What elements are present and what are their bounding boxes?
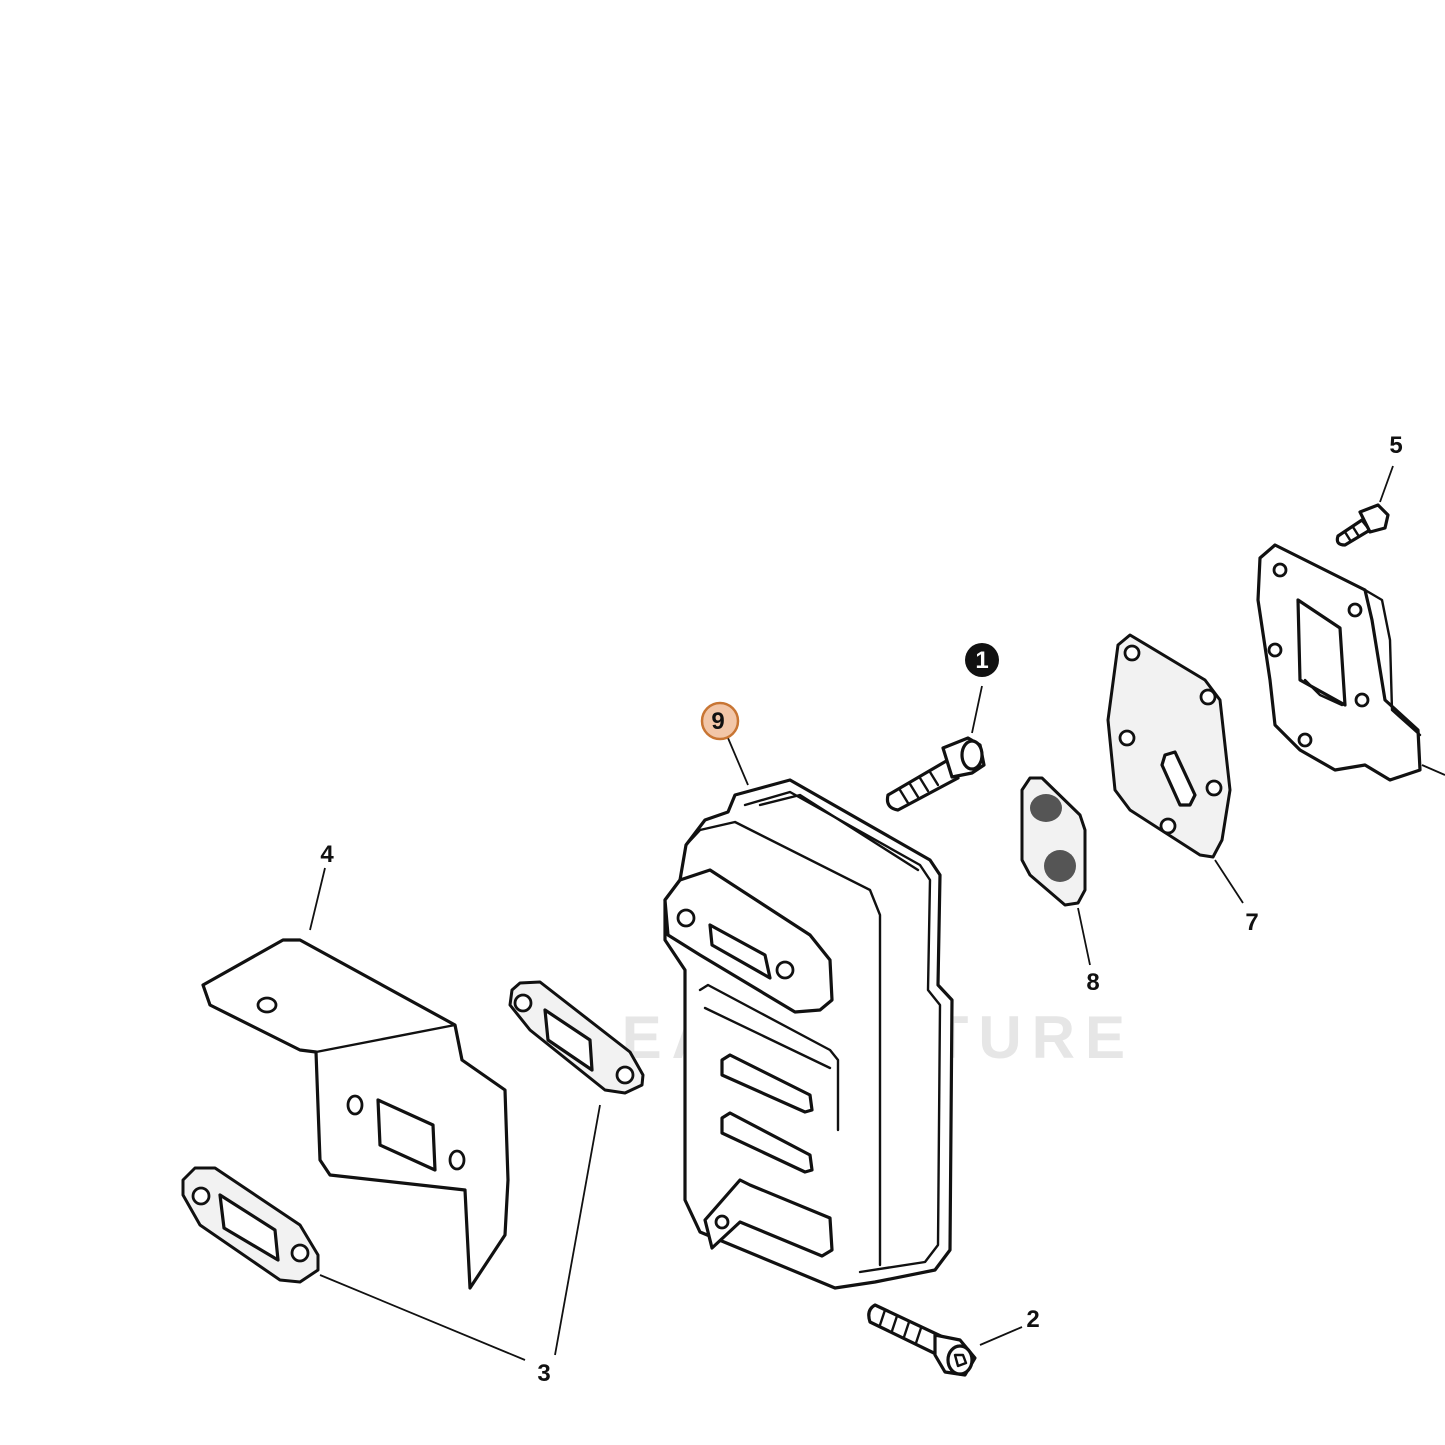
part-3-gasket-front[interactable] bbox=[181, 1166, 320, 1284]
mesh-upper bbox=[1030, 794, 1062, 822]
callout-1-label: 1 bbox=[975, 647, 988, 674]
part-7-gasket-plate[interactable] bbox=[1106, 633, 1232, 859]
leader-5 bbox=[1379, 465, 1394, 503]
leader-7 bbox=[1214, 859, 1244, 904]
leader-3b bbox=[554, 1104, 601, 1356]
part-cover-plate[interactable] bbox=[1256, 543, 1422, 782]
callout-5-label[interactable]: 5 bbox=[1389, 432, 1402, 459]
part-1-bolt[interactable] bbox=[885, 736, 986, 812]
part-9-muffler[interactable] bbox=[663, 778, 954, 1290]
leader-1 bbox=[971, 685, 983, 734]
part-5-screw[interactable] bbox=[1335, 503, 1390, 547]
leader-6 bbox=[1421, 764, 1445, 776]
callout-8-label[interactable]: 8 bbox=[1086, 969, 1099, 996]
part-2-bolt[interactable] bbox=[867, 1303, 977, 1377]
leader-2 bbox=[979, 1326, 1023, 1346]
callout-1[interactable]: 1 bbox=[965, 643, 999, 677]
callout-9[interactable]: 9 bbox=[700, 701, 740, 741]
callout-9-label: 9 bbox=[711, 708, 724, 735]
leader-9 bbox=[727, 737, 749, 786]
leader-4 bbox=[309, 867, 326, 931]
leader-8 bbox=[1077, 907, 1091, 966]
part-3-gasket-rear[interactable] bbox=[508, 980, 645, 1095]
part-4-heat-shield[interactable] bbox=[201, 938, 510, 1290]
callout-4-label[interactable]: 4 bbox=[320, 841, 334, 868]
mesh-lower bbox=[1044, 850, 1076, 882]
leader-3a bbox=[319, 1274, 526, 1361]
callout-7-label[interactable]: 7 bbox=[1245, 909, 1258, 936]
part-8-spark-screen[interactable] bbox=[1020, 776, 1087, 907]
callout-2-label[interactable]: 2 bbox=[1026, 1306, 1039, 1333]
callout-3-label[interactable]: 3 bbox=[537, 1360, 550, 1387]
